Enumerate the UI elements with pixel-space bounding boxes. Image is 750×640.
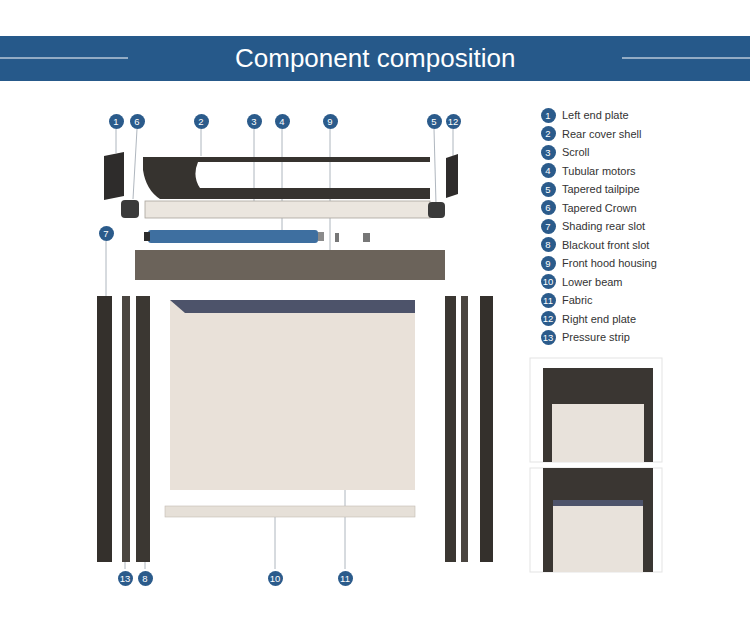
blackout-slot [136, 296, 150, 562]
part-name: Tubular motors [562, 164, 636, 178]
side-rail [445, 296, 456, 562]
photo-rail [644, 404, 653, 462]
part-name: Front hood housing [562, 256, 657, 270]
callout-number: 2 [194, 114, 209, 129]
photo-fabric [553, 500, 643, 572]
callout-number: 9 [323, 114, 338, 129]
callout-number: 10 [268, 571, 283, 586]
callout-number: 7 [99, 226, 114, 241]
tapered-crown [121, 200, 139, 218]
part-name: Rear cover shell [562, 127, 641, 141]
part-name: Left end plate [562, 108, 629, 122]
list-number: 4 [541, 163, 556, 178]
part-name: Fabric [562, 293, 593, 307]
part-name: Scroll [562, 145, 590, 159]
list-number: 13 [541, 330, 556, 345]
band-rule [0, 58, 128, 59]
part-name: Shading rear slot [562, 219, 645, 233]
list-number: 7 [541, 219, 556, 234]
list-number: 11 [541, 293, 556, 308]
photo-fabric [552, 404, 652, 462]
side-rail [480, 296, 493, 562]
photo-rail [543, 404, 552, 462]
tapered-tailpipe [428, 202, 445, 218]
part-name: Right end plate [562, 312, 636, 326]
photo-frame [543, 468, 653, 572]
part-name: Pressure strip [562, 330, 630, 344]
part-name: Tapered tailpipe [562, 182, 640, 196]
list-number: 5 [541, 182, 556, 197]
title-band [0, 36, 750, 81]
side-rail [97, 296, 112, 562]
leader-lines [106, 129, 453, 569]
pressure-strip [122, 296, 130, 562]
callout-number: 1 [109, 114, 124, 129]
fabric [170, 300, 415, 490]
list-number: 12 [541, 311, 556, 326]
small-part [335, 233, 339, 242]
pressure-strip [461, 296, 468, 562]
callout-number: 11 [338, 571, 353, 586]
scroll-tube [145, 201, 430, 218]
tubular-motor [148, 230, 318, 243]
list-number: 8 [541, 237, 556, 252]
part-name: Lower beam [562, 275, 623, 289]
callout-number: 4 [275, 114, 290, 129]
callout-number: 13 [118, 571, 133, 586]
list-number: 3 [541, 145, 556, 160]
list-number: 6 [541, 200, 556, 215]
motor-end [318, 232, 324, 241]
part-name: Tapered Crown [562, 201, 637, 215]
photo-inset [530, 358, 662, 462]
callout-number: 3 [247, 114, 262, 129]
left-end-plate [104, 152, 124, 200]
photo-inset [530, 468, 662, 572]
callout-number: 6 [130, 114, 145, 129]
lower-beam [165, 506, 415, 517]
right-end-plate [446, 154, 458, 198]
list-number: 9 [541, 256, 556, 271]
title-text: Component composition [235, 43, 515, 73]
part-name: Blackout front slot [562, 238, 649, 252]
front-hood-housing [135, 250, 445, 280]
callout-number: 5 [427, 114, 442, 129]
photo-fabric-shade [553, 500, 643, 506]
callout-number: 12 [446, 114, 461, 129]
photo-housing [543, 368, 653, 404]
rear-cover-shell [143, 157, 430, 199]
callout-number: 8 [138, 571, 153, 586]
list-number: 1 [541, 108, 556, 123]
list-number: 10 [541, 274, 556, 289]
small-part [363, 233, 370, 242]
motor-end [144, 232, 150, 241]
fabric-top-shade [170, 300, 415, 313]
band-rule [622, 58, 750, 59]
list-number: 2 [541, 126, 556, 141]
